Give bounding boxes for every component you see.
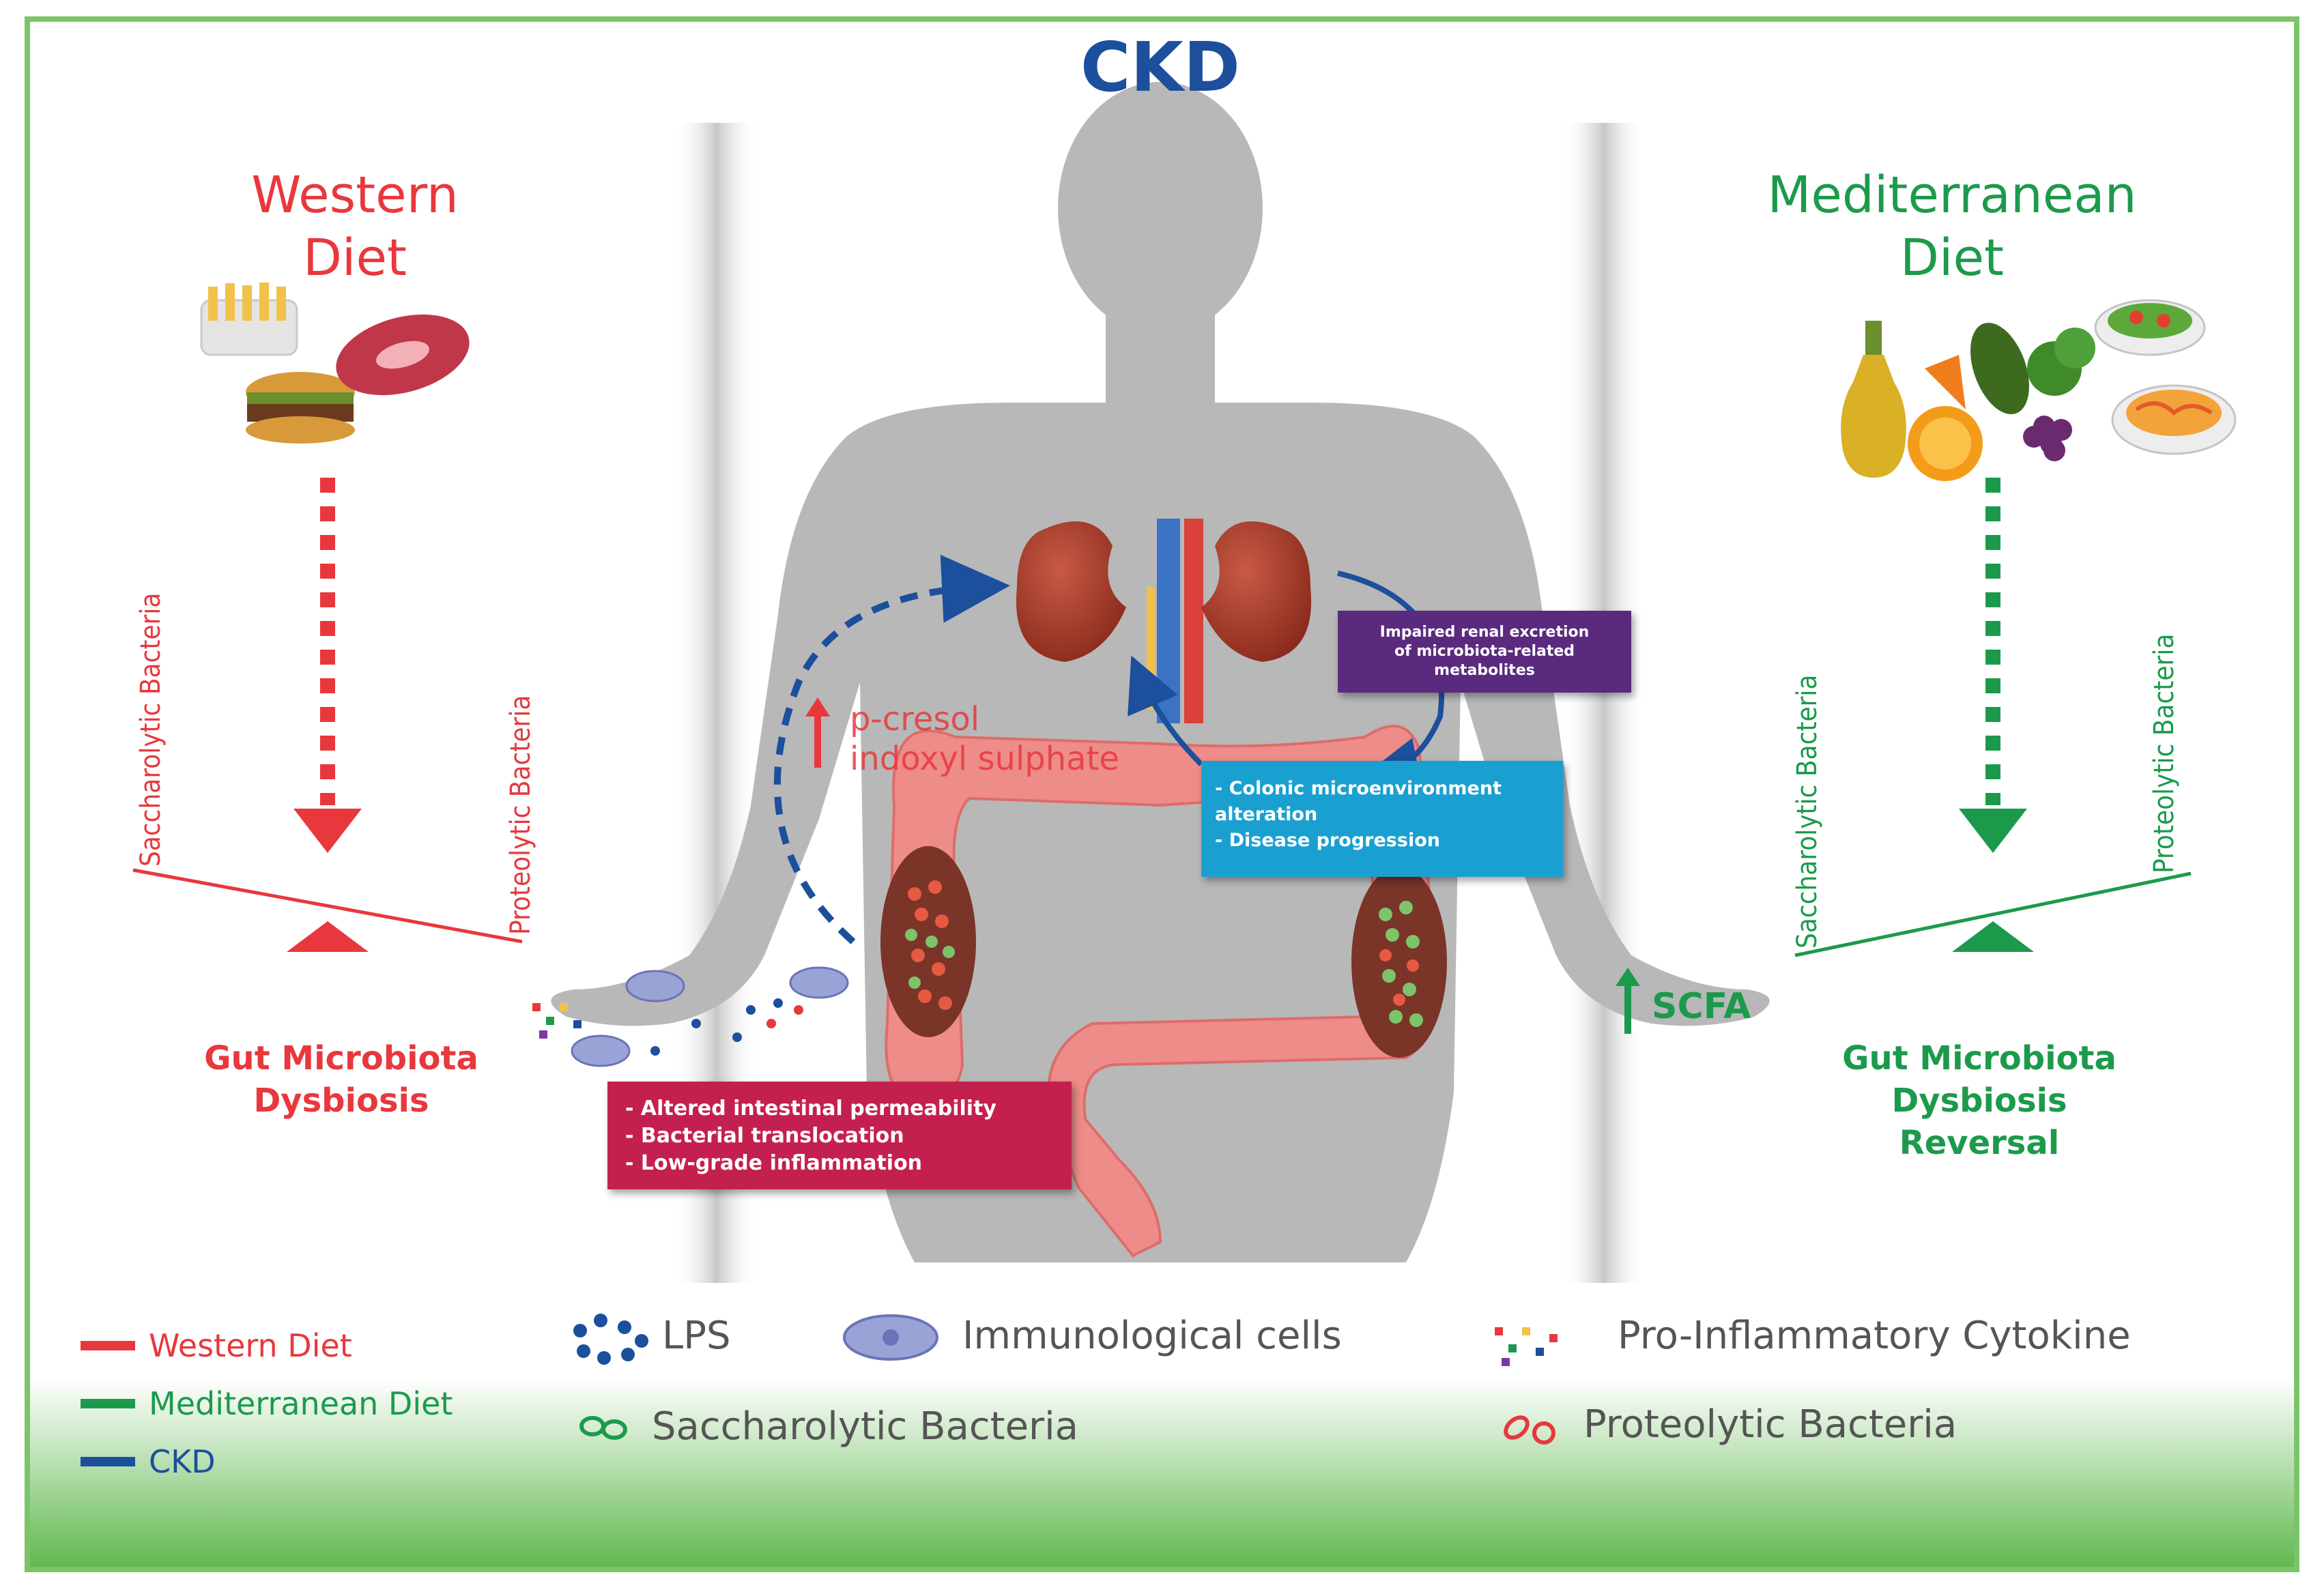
metabolite-pcresol: p-cresol [850,700,980,738]
permeability-box-line3: - Low-grade inflammation [625,1151,923,1175]
legend-immune-label: Immunological cells [962,1314,1342,1358]
increase-arrow-red [805,697,830,768]
page-title: CKD [1080,27,1240,107]
western-saccharolytic-label: Saccharolytic Bacteria [135,592,167,867]
metabolites-label: p-cresol indoxyl sulphate [850,699,1119,779]
permeability-box-line1: - Altered intestinal permeability [625,1097,996,1120]
cytokine-icon [1495,1327,1558,1366]
mediterranean-title-line2: Diet [1899,229,2005,287]
lps-icon [573,1314,648,1365]
renal-box-line2: of microbiota-related [1394,643,1575,660]
renal-excretion-box: Impaired renal excretion of microbiota-r… [1338,611,1631,693]
western-diet-title: Western Diet [191,164,519,289]
colonic-box-line3: - Disease progression [1215,830,1440,851]
western-outcome: Gut Microbiota Dysbiosis [150,1037,532,1122]
immune-cell-icon [843,1314,938,1361]
mediterranean-proteolytic-label: Proteolytic Bacteria [2149,633,2180,873]
legend-western-label: Western Diet [149,1327,352,1364]
colonic-alteration-box: - Colonic microenvironment alteration - … [1201,761,1563,877]
permeability-box: - Altered intestinal permeability - Bact… [607,1082,1072,1189]
mediterranean-diet-title: Mediterranean Diet [1720,164,2184,289]
legend-mediterranean-swatch [81,1399,135,1408]
western-food-icons [200,283,470,444]
legend-lps-label: LPS [662,1314,731,1358]
western-title-line1: Western [251,166,459,225]
saccharolytic-bacteria-icon [579,1416,627,1440]
legend-proteolytic-label: Proteolytic Bacteria [1583,1402,1957,1447]
western-title-line2: Diet [302,229,407,287]
western-proteolytic-label: Proteolytic Bacteria [505,695,536,935]
legend-saccharolytic-label: Saccharolytic Bacteria [652,1404,1078,1449]
colonic-box-line2: alteration [1215,804,1318,825]
mediterranean-food-icons [1841,299,2237,481]
mediterranean-title-line1: Mediterranean [1767,166,2137,225]
renal-box-line1: Impaired renal excretion [1379,624,1590,641]
mediterranean-outcome-line1: Gut Microbiota [1842,1039,2117,1077]
mediterranean-outcome: Gut Microbiota Dysbiosis Reversal [1788,1037,2170,1164]
legend-western-swatch [81,1341,135,1350]
legend-mediterranean-label: Mediterranean Diet [149,1385,453,1422]
scfa-label: SCFA [1652,986,1751,1027]
western-outcome-line1: Gut Microbiota [204,1039,478,1077]
legend-ckd-swatch [81,1457,135,1466]
legend-ckd-label: CKD [149,1443,216,1480]
scattered-cells [532,966,849,1067]
legend-cytokine-label: Pro-Inflammatory Cytokine [1618,1314,2131,1358]
metabolite-indoxyl: indoxyl sulphate [850,740,1119,778]
colonic-box-line1: - Colonic microenvironment [1215,778,1502,799]
renal-box-line3: metabolites [1434,662,1535,679]
western-outcome-line2: Dysbiosis [253,1082,429,1120]
mediterranean-saccharolytic-label: Saccharolytic Bacteria [1792,674,1823,949]
increase-arrow-green [1616,968,1640,1034]
mediterranean-outcome-line2: Dysbiosis [1891,1082,2067,1120]
proteolytic-bacteria-icon [1504,1415,1555,1445]
permeability-box-line2: - Bacterial translocation [625,1124,904,1148]
mediterranean-outcome-line3: Reversal [1899,1124,2060,1162]
